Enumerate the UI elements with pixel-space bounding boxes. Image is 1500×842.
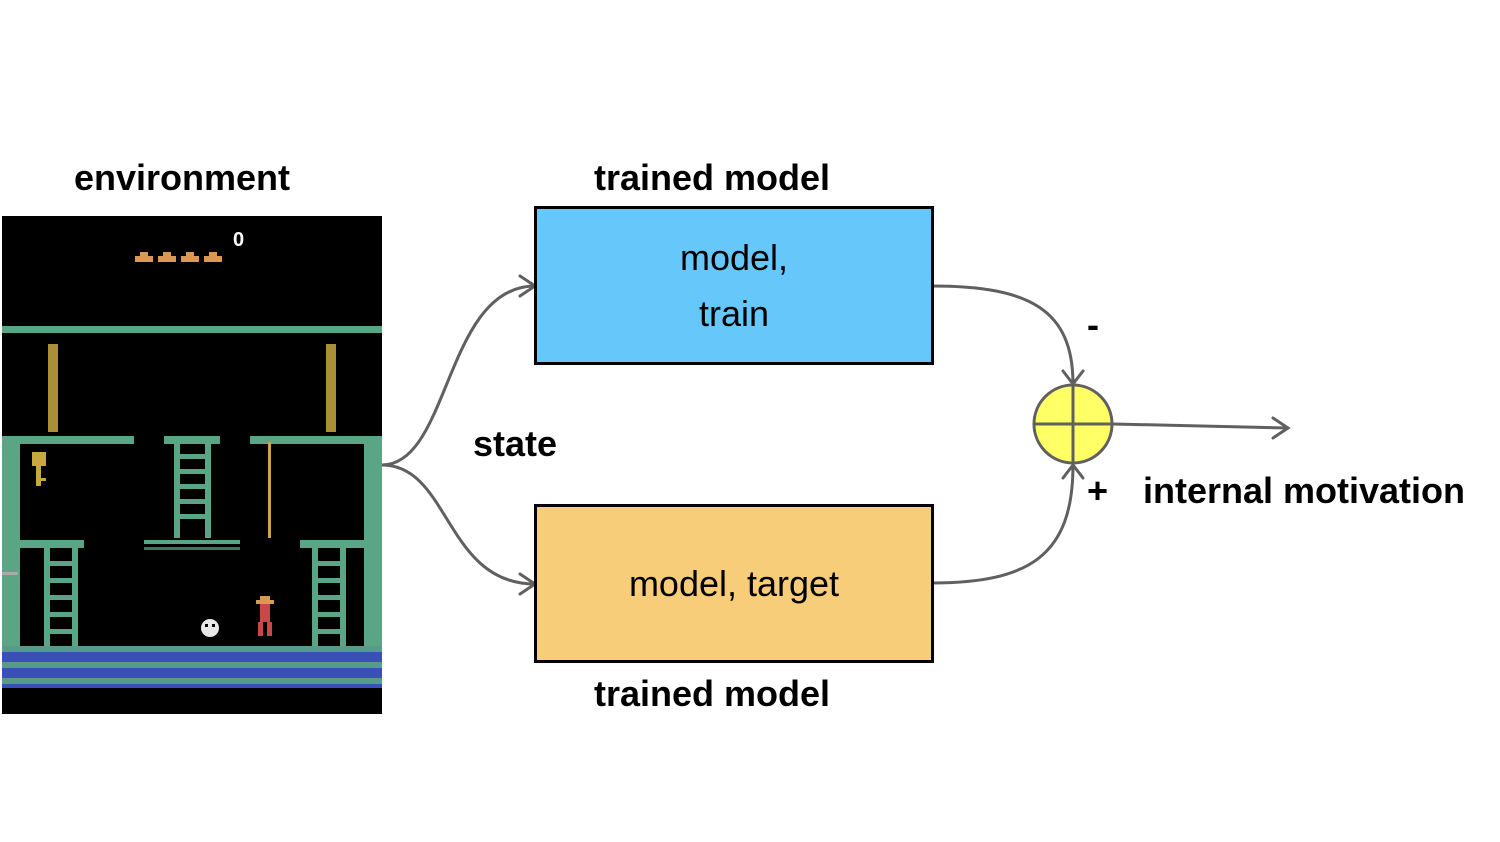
target-model-box: model, target	[534, 504, 934, 663]
output-label: internal motivation	[1143, 470, 1466, 511]
arrow-state-to-target-model	[380, 463, 537, 586]
upper-right-chain	[326, 344, 336, 432]
circled-plus-icon	[1034, 385, 1112, 463]
arrow-target-to-sum	[930, 463, 1075, 585]
upper-left-chain	[48, 344, 58, 432]
target-model-text: model, target	[628, 562, 840, 604]
plus-sign: +	[1087, 470, 1109, 511]
center-ladder	[174, 444, 211, 538]
train-model-line1: model,	[679, 236, 789, 278]
environment-title: environment	[74, 157, 291, 198]
lower-right-ladder	[312, 548, 346, 646]
lives-indicator	[135, 252, 222, 262]
key-icon	[32, 452, 46, 486]
skull-enemy-icon	[201, 619, 219, 637]
arrowhead-output	[1271, 416, 1291, 440]
top-model-heading: trained model	[594, 157, 831, 198]
minus-sign: -	[1087, 304, 1099, 345]
arrow-sum-to-output	[1111, 422, 1290, 430]
arrow-train-to-sum	[930, 284, 1075, 386]
lower-left-ladder	[44, 548, 78, 646]
environment-game-image: 0	[2, 216, 382, 714]
state-label: state	[473, 423, 558, 464]
bottom-model-heading: trained model	[594, 673, 831, 714]
train-model-line2: train	[698, 292, 770, 334]
game-score: 0	[233, 229, 244, 251]
train-model-box: model, train	[534, 206, 934, 365]
player-character-icon	[256, 596, 274, 636]
arrowhead-sum-bottom	[1061, 462, 1085, 480]
arrow-state-to-train-model	[380, 284, 537, 467]
sum-node	[1032, 383, 1114, 465]
